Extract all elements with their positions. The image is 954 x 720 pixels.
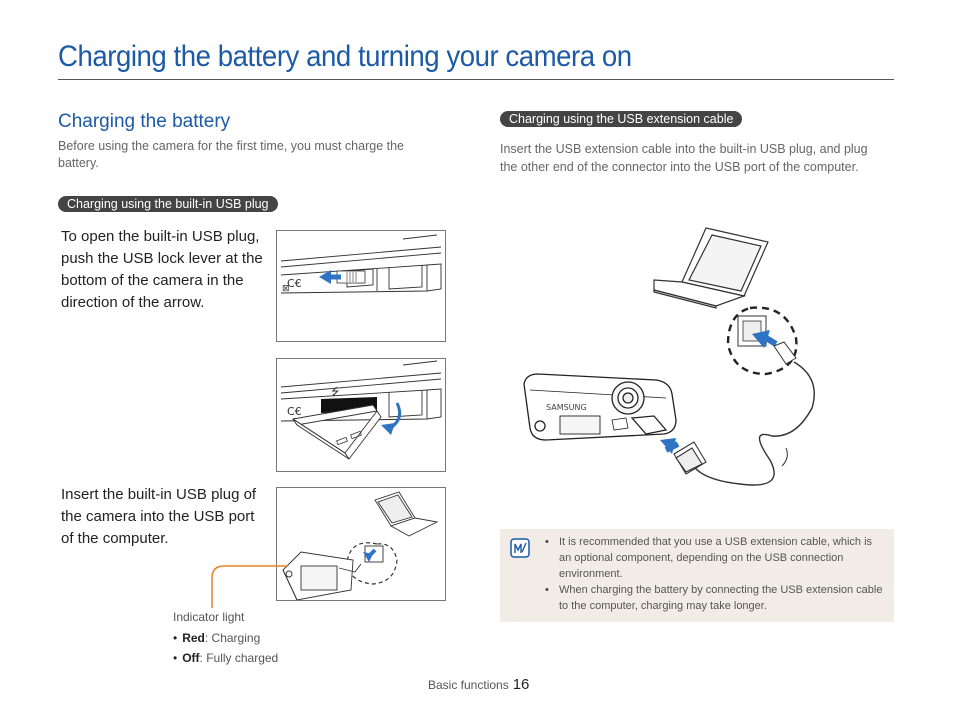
laptop-icon <box>653 227 769 309</box>
builtin-step2-text: Insert the built-in USB plug of the came… <box>61 486 257 547</box>
note-item: •It is recommended that you use a USB ex… <box>545 536 873 580</box>
note-item: •When charging the battery by connecting… <box>545 584 883 613</box>
section-heading: Charging the battery <box>58 111 231 132</box>
extension-cable-text: Insert the USB extension cable into the … <box>500 142 868 174</box>
camera-brand-label: SAMSUNG <box>546 403 587 412</box>
note-list: •It is recommended that you use a USB ex… <box>545 535 885 616</box>
indicator-label: Indicator light <box>173 610 245 624</box>
intro-text: Before using the camera for the first ti… <box>58 139 404 170</box>
builtin-usb-pill: Charging using the built-in USB plug <box>58 196 278 212</box>
svg-text:C€: C€ <box>287 277 302 290</box>
laptop-icon <box>374 491 439 537</box>
extension-cable-pill: Charging using the USB extension cable <box>500 111 743 127</box>
page-number: 16 <box>512 676 530 693</box>
usb-plug-icon: ⭍ <box>331 386 339 398</box>
camera-icon <box>523 373 677 441</box>
indicator-callout-line <box>211 565 288 608</box>
svg-text:C€: C€ <box>287 405 302 418</box>
footer-section: Basic functions <box>428 678 509 692</box>
illustration-camera-laptop <box>276 487 446 601</box>
page-title: Charging the battery and turning your ca… <box>58 40 632 73</box>
title-divider <box>58 79 894 80</box>
builtin-step1-text: To open the built-in USB plug, push the … <box>61 228 263 311</box>
indicator-list: •Red: Charging •Off: Fully charged <box>173 628 278 668</box>
indicator-item-red: •Red: Charging <box>173 631 261 645</box>
illustration-usb-lock-lever: C€ ⊠ <box>276 230 446 342</box>
indicator-item-off: •Off: Fully charged <box>173 651 279 665</box>
illustration-usb-plug-open: C€ ⭍ <box>276 358 446 472</box>
illustration-extension-cable: SAMSUNG <box>523 227 815 486</box>
note-box <box>500 529 894 622</box>
camera-icon <box>282 551 354 601</box>
svg-text:⊠: ⊠ <box>282 284 290 294</box>
note-icon <box>510 538 530 558</box>
